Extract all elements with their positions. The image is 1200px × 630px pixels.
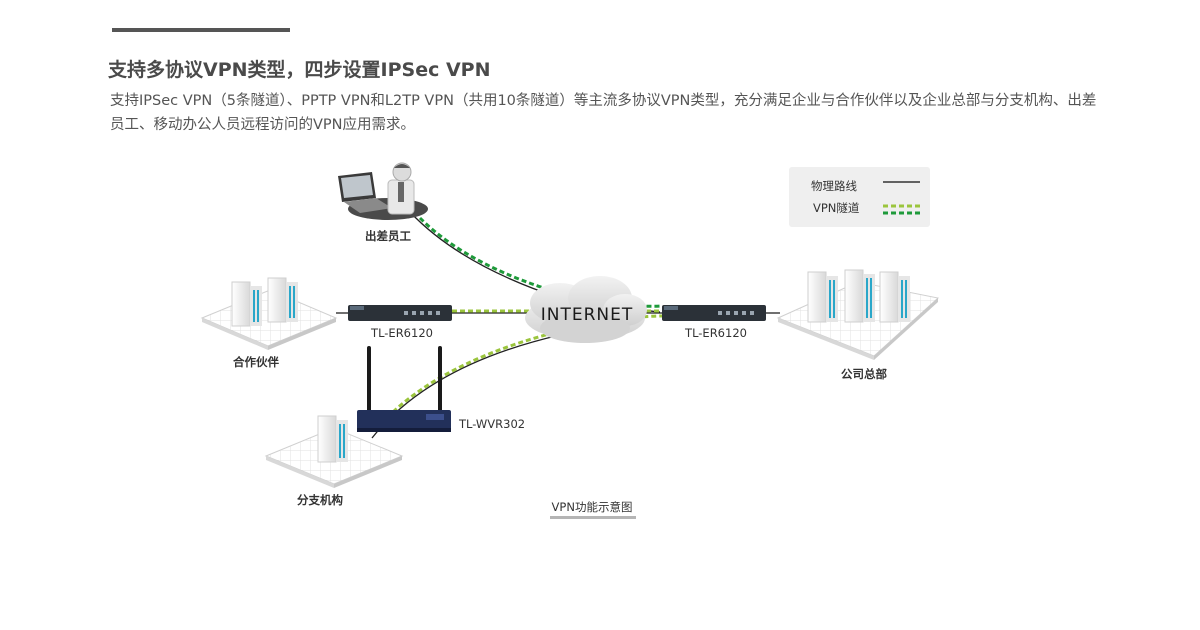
page-description: 支持IPSec VPN（5条隧道）、PPTP VPN和L2TP VPN（共用10…: [110, 93, 1097, 133]
legend: 物理路线 VPN隧道: [789, 167, 930, 227]
router-left: TL-ER6120: [348, 305, 452, 340]
building-icon: [267, 277, 298, 323]
page-title: 支持多协议VPN类型，四步设置IPSec VPN: [108, 59, 491, 81]
router-left-label: TL-ER6120: [370, 326, 433, 340]
legend-vpn-label: VPN隧道: [813, 201, 860, 215]
diagram-caption: VPN功能示意图: [550, 500, 636, 519]
building-icon: [807, 271, 838, 323]
building-icon: [231, 281, 262, 327]
antenna-icon: [367, 346, 371, 412]
building-icon: [844, 269, 875, 323]
router-wireless-label: TL-WVR302: [458, 417, 525, 431]
router-right: TL-ER6120: [662, 305, 766, 340]
antenna-icon: [438, 346, 442, 412]
partner-node: 合作伙伴: [200, 277, 338, 369]
building-icon: [317, 415, 348, 463]
partner-label: 合作伙伴: [233, 355, 279, 369]
legend-physical-label: 物理路线: [811, 179, 857, 193]
building-icon: [879, 271, 910, 323]
router-wireless: TL-WVR302: [357, 346, 525, 432]
person-icon: [387, 162, 415, 215]
traveler-node: 出差员工: [338, 162, 428, 243]
branch-node: 分支机构: [264, 415, 404, 507]
internet-cloud: INTERNET: [525, 276, 647, 343]
traveler-label: 出差员工: [365, 229, 411, 243]
top-accent-bar: [112, 28, 290, 32]
branch-label: 分支机构: [297, 493, 343, 507]
router-right-label: TL-ER6120: [684, 326, 747, 340]
internet-label: INTERNET: [541, 305, 634, 325]
headquarters-node: 公司总部: [776, 269, 940, 381]
laptop-icon: [338, 172, 392, 213]
headquarters-label: 公司总部: [841, 367, 887, 381]
caption-text: VPN功能示意图: [552, 500, 633, 514]
caption-underline: [550, 516, 636, 519]
